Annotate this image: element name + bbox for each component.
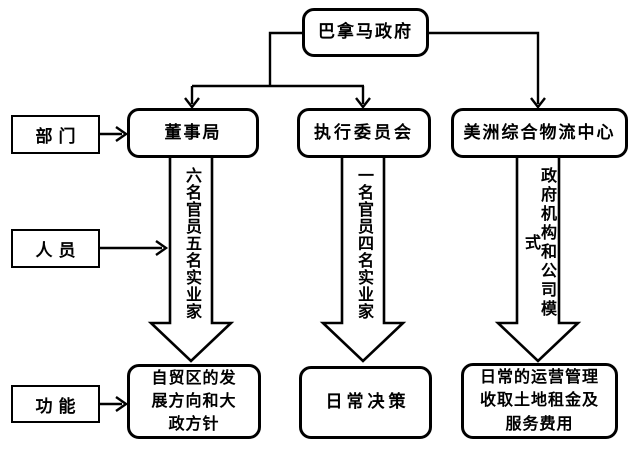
row-label-personnel: 人员 bbox=[11, 229, 100, 268]
edge-top-right-elbow bbox=[428, 31, 540, 104]
block-arrow-board-icon bbox=[147, 154, 235, 363]
personnel-text-board: 六名官员五名实业家 bbox=[183, 166, 200, 320]
block-arrow-committee-icon bbox=[319, 154, 407, 363]
personnel-text-committee: 一名官员四名实业家 bbox=[355, 166, 372, 320]
node-board-of-directors: 董事局 bbox=[127, 108, 259, 158]
personnel-text-logistics: 政府机构和公司模式 bbox=[522, 167, 555, 319]
row-label-function: 功能 bbox=[11, 385, 100, 423]
arrowhead-personnel-icon bbox=[155, 240, 169, 256]
node-logistics-function: 日常的运营管理 收取土地租金及 服务费用 bbox=[461, 363, 618, 439]
node-logistics-center: 美洲综合物流中心 bbox=[451, 108, 628, 158]
node-panama-government: 巴拿马政府 bbox=[302, 8, 429, 57]
node-executive-committee: 执行委员会 bbox=[297, 108, 431, 158]
block-arrow-logistics-icon bbox=[494, 154, 582, 363]
arrowhead-logistics-icon bbox=[530, 97, 546, 109]
node-board-function: 自贸区的发 展方向和大 政方针 bbox=[127, 364, 261, 439]
arrowhead-board-icon bbox=[184, 97, 200, 109]
node-committee-function: 日常决策 bbox=[299, 366, 432, 439]
arrowhead-committee-icon bbox=[355, 97, 371, 109]
arrowhead-department-icon bbox=[115, 126, 129, 142]
arrowhead-function-icon bbox=[115, 396, 129, 412]
row-label-department: 部门 bbox=[11, 115, 100, 154]
edge-top-left-elbow bbox=[268, 31, 303, 86]
